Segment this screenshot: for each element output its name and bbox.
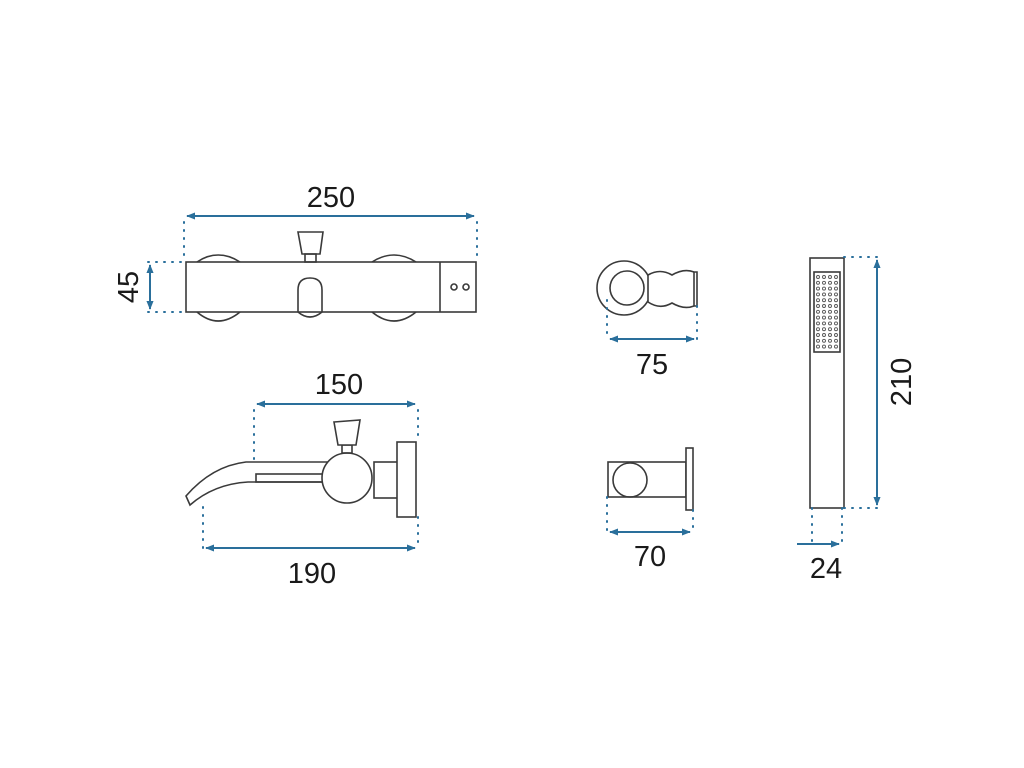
nozzle <box>828 298 832 303</box>
nozzle <box>822 280 826 285</box>
top-view-mixer <box>185 231 477 322</box>
nozzle <box>816 327 820 332</box>
nozzle <box>816 344 820 349</box>
nozzle <box>834 292 838 297</box>
nozzle <box>816 315 820 320</box>
side-total-dimension: 190 <box>202 506 419 590</box>
wall-flange <box>396 441 417 518</box>
nozzle <box>816 309 820 314</box>
nozzle <box>834 280 838 285</box>
nozzle <box>828 309 832 314</box>
spout-outlet-lip <box>297 311 323 318</box>
mixer-body <box>185 261 477 313</box>
nozzle <box>822 298 826 303</box>
left-disc-bottom <box>196 311 241 322</box>
nozzle <box>834 286 838 291</box>
side-spout-label: 150 <box>315 369 363 401</box>
nozzle <box>828 275 832 279</box>
nozzle <box>834 344 838 349</box>
diverter-stem <box>304 253 317 263</box>
right-disc-top <box>371 254 417 263</box>
nozzle <box>816 275 820 279</box>
nozzle <box>822 304 826 308</box>
handshower-length-dimension: 210 <box>843 256 918 509</box>
nozzle <box>828 338 832 343</box>
nozzle <box>834 327 838 332</box>
nozzle <box>822 292 826 297</box>
nozzle <box>828 321 832 326</box>
nozzle <box>822 275 826 279</box>
nozzle <box>828 344 832 349</box>
holder-width-dimension: 75 <box>606 299 698 381</box>
nozzle <box>822 315 826 320</box>
nozzle <box>828 286 832 291</box>
nozzle <box>822 321 826 326</box>
nozzle <box>816 286 820 291</box>
side-knob <box>333 419 361 446</box>
holder-width-label: 75 <box>636 349 668 381</box>
side-total-label: 190 <box>288 558 336 590</box>
nozzle-grid <box>816 275 838 349</box>
top-height-dimension: 45 <box>113 261 187 313</box>
handshower-width-label: 24 <box>810 553 842 585</box>
bracket-wall-plate <box>685 447 694 511</box>
holder-arm <box>647 269 698 309</box>
cap-dot-1 <box>450 283 458 291</box>
nozzle <box>822 338 826 343</box>
handshower-length-label: 210 <box>886 358 918 406</box>
nozzle <box>834 338 838 343</box>
spout-outlet <box>297 277 323 312</box>
left-disc-top <box>196 254 241 263</box>
bracket-width-dimension: 70 <box>606 496 694 573</box>
side-view-mixer <box>185 419 417 518</box>
top-width-dimension: 250 <box>183 182 478 263</box>
connector <box>373 461 399 499</box>
nozzle <box>834 298 838 303</box>
nozzle <box>834 304 838 308</box>
diverter-knob <box>297 231 324 255</box>
nozzle <box>834 321 838 326</box>
nozzle <box>816 338 820 343</box>
nozzle <box>822 333 826 337</box>
cap-dot-2 <box>462 283 470 291</box>
hand-shower <box>809 257 845 509</box>
top-width-label: 250 <box>307 182 355 214</box>
nozzle <box>834 309 838 314</box>
nozzle <box>828 292 832 297</box>
top-height-label: 45 <box>113 271 145 303</box>
holder-ring-outer <box>596 260 652 316</box>
nozzle <box>822 344 826 349</box>
handshower-width-dimension: 24 <box>797 507 843 585</box>
bracket-width-label: 70 <box>634 541 666 573</box>
nozzle <box>834 333 838 337</box>
side-spout-dimension: 150 <box>253 369 419 463</box>
shower-face <box>813 271 841 353</box>
nozzle <box>816 292 820 297</box>
mixer-cylinder <box>321 452 373 504</box>
bracket-hole <box>612 462 648 498</box>
right-disc-bottom <box>371 311 417 322</box>
spout <box>185 461 331 507</box>
nozzle <box>828 280 832 285</box>
nozzle <box>816 333 820 337</box>
nozzle <box>828 327 832 332</box>
nozzle <box>834 275 838 279</box>
nozzle <box>822 309 826 314</box>
nozzle <box>828 333 832 337</box>
nozzle <box>828 304 832 308</box>
nozzle <box>828 315 832 320</box>
wall-bracket-side <box>607 447 694 511</box>
nozzle <box>816 280 820 285</box>
nozzle <box>816 304 820 308</box>
hand-shower-body <box>809 257 845 509</box>
nozzle <box>822 327 826 332</box>
knob-stem <box>341 444 353 454</box>
shower-holder-top <box>596 260 698 316</box>
nozzle <box>816 321 820 326</box>
nozzle <box>834 315 838 320</box>
holder-ring-inner <box>609 270 645 306</box>
nozzle <box>816 298 820 303</box>
nozzle <box>822 286 826 291</box>
